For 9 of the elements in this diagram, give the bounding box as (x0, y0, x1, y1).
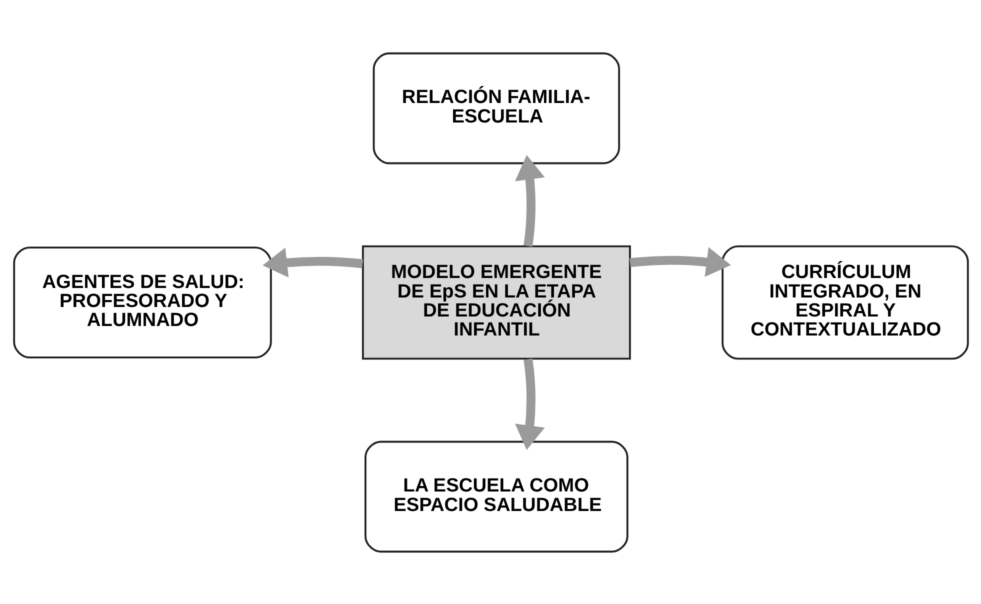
arrow (514, 154, 544, 246)
node-box: RELACIÓN FAMILIA-ESCUELA (372, 52, 620, 164)
arrow (262, 247, 363, 278)
arrow (514, 358, 544, 450)
arrow (628, 246, 730, 276)
node-box: LA ESCUELA COMO ESPACIO SALUDABLE (364, 440, 628, 552)
node-box: MODELO EMERGENTE DE EpS EN LA ETAPA DE EDUCACIÓN INFANTIL (361, 244, 630, 360)
node-box: AGENTES DE SALUD: PROFESORADO Y ALUMNADO (12, 246, 272, 358)
node-box: CURRÍCULUM INTEGRADO, EN ESPIRAL Y CONTEXTUALIZADO (721, 244, 968, 360)
